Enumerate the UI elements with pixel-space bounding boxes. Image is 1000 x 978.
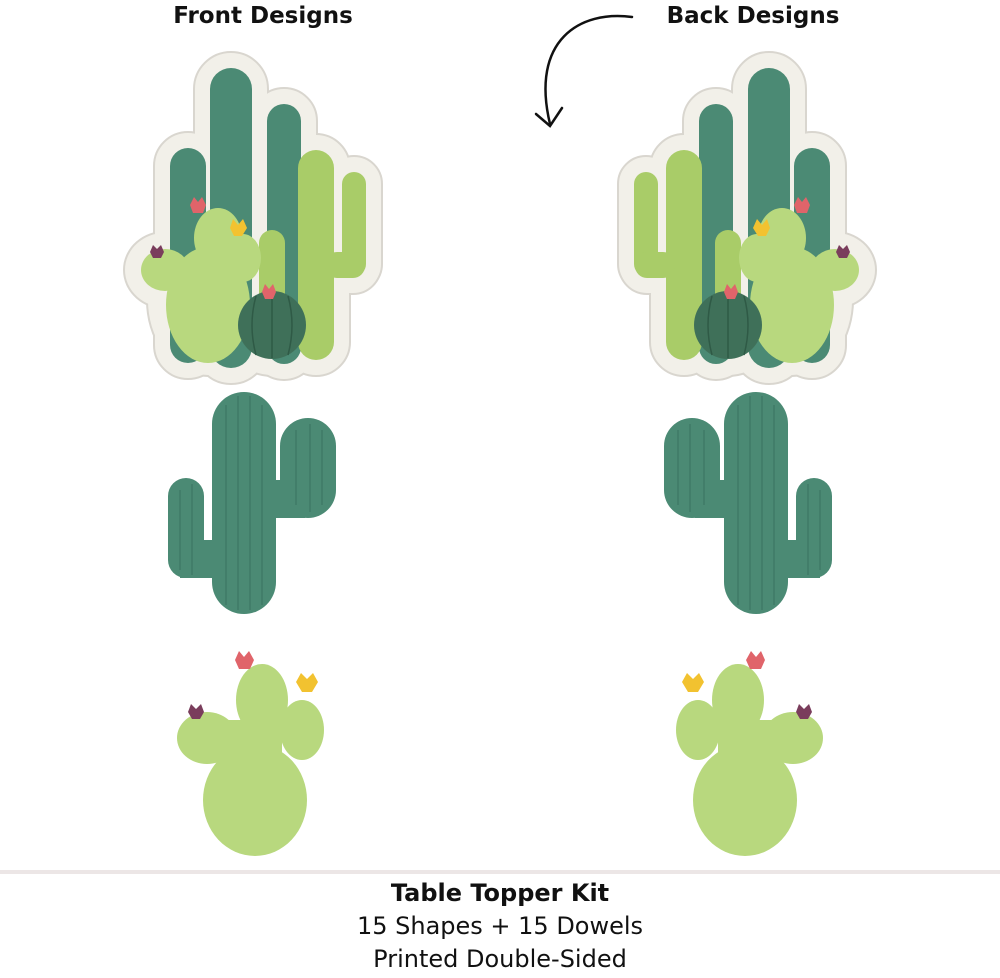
back-designs-column xyxy=(634,68,860,856)
back-designs-heading: Back Designs xyxy=(666,3,840,29)
caption-line-shapes: 15 Shapes + 15 Dowels xyxy=(356,912,644,940)
front-designs-column xyxy=(140,68,366,856)
divider-line xyxy=(0,870,1000,874)
caption-line-printed: Printed Double-Sided xyxy=(373,945,627,973)
curved-arrow-icon xyxy=(534,14,634,128)
caption-title: Table Topper Kit xyxy=(390,879,610,907)
cactus-artwork xyxy=(0,14,1000,870)
front-designs-heading: Front Designs xyxy=(173,3,353,29)
